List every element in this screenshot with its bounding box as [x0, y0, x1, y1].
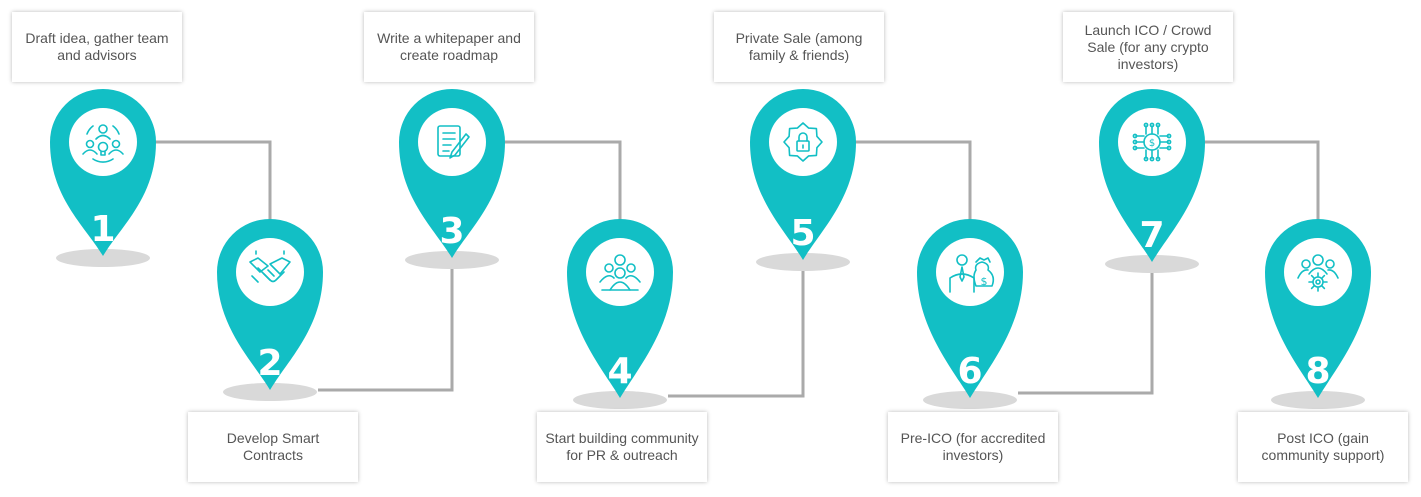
lock-badge-icon	[783, 122, 823, 162]
step-2-label: Develop Smart Contracts	[226, 430, 320, 463]
step-3-label-box: Write a whitepaper and create roadmap	[364, 12, 534, 82]
step-8-label-box: Post ICO (gain community support)	[1238, 412, 1408, 482]
connector-lines	[155, 140, 1320, 398]
step-3-number: 3	[439, 211, 464, 252]
team-idea-icon	[82, 124, 124, 163]
connector-line-5	[855, 140, 972, 225]
crypto-circuit-icon: $	[1132, 122, 1172, 162]
connector-line-4	[668, 268, 805, 398]
step-1-label: Draft idea, gather team and advisors	[25, 30, 169, 63]
svg-text:$: $	[981, 275, 988, 288]
step-6-pin: $6	[917, 219, 1023, 409]
pin-shadow	[573, 391, 667, 409]
icon-disc	[936, 238, 1004, 306]
connector-line-7	[1205, 140, 1320, 225]
pin-shadow	[56, 249, 150, 267]
step-4-label-box: Start building community for PR & outrea…	[537, 412, 707, 482]
icon-disc	[418, 108, 486, 176]
connector-line-2	[318, 268, 454, 392]
investor-moneybag-icon: $	[949, 254, 995, 293]
step-7-pin: $7	[1099, 89, 1205, 273]
handshake-icon	[249, 250, 291, 283]
step-7-label-box: Launch ICO / Crowd Sale (for any crypto …	[1063, 12, 1233, 82]
step-1-number: 1	[90, 209, 115, 250]
step-5-pin: 5	[750, 89, 856, 271]
pin-shadow	[923, 391, 1017, 409]
icon-disc	[1284, 238, 1352, 306]
step-5-label: Private Sale (among family & friends)	[735, 30, 863, 63]
step-8-pin: 8	[1265, 219, 1371, 409]
connector-line-1	[155, 140, 272, 222]
icon-disc	[586, 238, 654, 306]
step-1-pin: 1	[50, 89, 156, 267]
step-7-label: Launch ICO / Crowd Sale (for any crypto …	[1084, 21, 1212, 72]
step-7-number: 7	[1139, 215, 1164, 256]
connector-line-6	[1018, 268, 1154, 395]
icon-disc	[769, 108, 837, 176]
step-4-label: Start building community for PR & outrea…	[545, 430, 699, 463]
step-5-number: 5	[790, 213, 815, 254]
step-1-label-box: Draft idea, gather team and advisors	[12, 12, 182, 82]
pin-shadow	[756, 253, 850, 271]
step-2-pin: 2	[217, 219, 323, 401]
pin-shadow	[223, 383, 317, 401]
pin-shadow	[1271, 391, 1365, 409]
step-4-pin: 4	[567, 219, 673, 409]
step-6-label: Pre-ICO (for accredited investors)	[900, 430, 1046, 463]
document-pen-icon	[437, 125, 470, 159]
connector-line-3	[505, 140, 622, 225]
pin-shadow	[405, 251, 499, 269]
step-2-label-box: Develop Smart Contracts	[188, 412, 358, 482]
step-4-number: 4	[607, 351, 632, 392]
pin-shadow	[1105, 255, 1199, 273]
step-3-pin: 3	[399, 89, 505, 269]
step-8-number: 8	[1305, 351, 1330, 392]
step-8-label: Post ICO (gain community support)	[1261, 430, 1385, 463]
svg-text:$: $	[1149, 138, 1155, 149]
community-gear-icon	[1297, 254, 1339, 292]
step-6-label-box: Pre-ICO (for accredited investors)	[888, 412, 1058, 482]
community-icon	[599, 254, 641, 291]
icon-disc	[1118, 108, 1186, 176]
step-3-label: Write a whitepaper and create roadmap	[377, 30, 521, 63]
step-5-label-box: Private Sale (among family & friends)	[714, 12, 884, 82]
step-2-number: 2	[257, 343, 282, 384]
step-6-number: 6	[957, 351, 982, 392]
